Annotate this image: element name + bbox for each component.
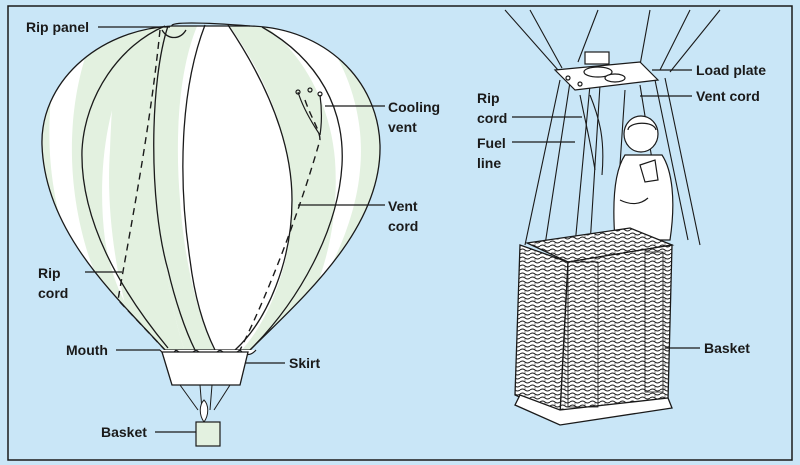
label-rip-cord-right: Rip cord [477, 88, 507, 128]
balloon-envelope [41, 22, 381, 356]
label-basket-left: Basket [101, 424, 147, 440]
label-load-plate: Load plate [696, 62, 767, 78]
label-vent-cord-left-line1: Vent [388, 198, 418, 214]
balloon-skirt [161, 351, 249, 386]
frame-border [7, 5, 793, 461]
label-cooling-vent: Cooling vent [388, 97, 440, 137]
load-plate [553, 51, 660, 91]
gore-green-center-left [153, 26, 215, 350]
label-cooling-vent-line1: Cooling [388, 99, 441, 115]
rip-panel-outline [161, 29, 187, 39]
pilot-figure [613, 115, 674, 241]
small-basket-rigging [179, 384, 231, 423]
rip-cord-dashed [117, 29, 166, 351]
label-rip-cord-right-line2: cord [477, 110, 508, 126]
label-rip-cord-left: Rip cord [38, 263, 68, 303]
label-rip-panel: Rip panel [26, 19, 90, 35]
small-basket [195, 421, 221, 447]
label-fuel-line-line1: Fuel [477, 135, 506, 151]
label-vent-cord-left: Vent cord [388, 196, 418, 236]
label-rip-cord-left-line2: cord [38, 285, 69, 301]
label-skirt: Skirt [289, 355, 321, 371]
large-basket [514, 227, 675, 426]
label-rip-cord-left-line1: Rip [38, 265, 61, 281]
label-vent-cord-right: Vent cord [696, 88, 760, 104]
label-fuel-line: Fuel line [477, 133, 506, 173]
gore-green-center-right [228, 26, 336, 350]
label-fuel-line-line2: line [477, 155, 502, 171]
label-mouth: Mouth [66, 342, 108, 358]
cooling-vent [295, 87, 323, 136]
label-basket-right: Basket [704, 340, 750, 356]
label-cooling-vent-line2: vent [388, 119, 417, 135]
vent-cord-dashed [239, 99, 321, 351]
label-rip-cord-right-line1: Rip [477, 90, 500, 106]
label-vent-cord-left-line2: cord [388, 218, 419, 234]
